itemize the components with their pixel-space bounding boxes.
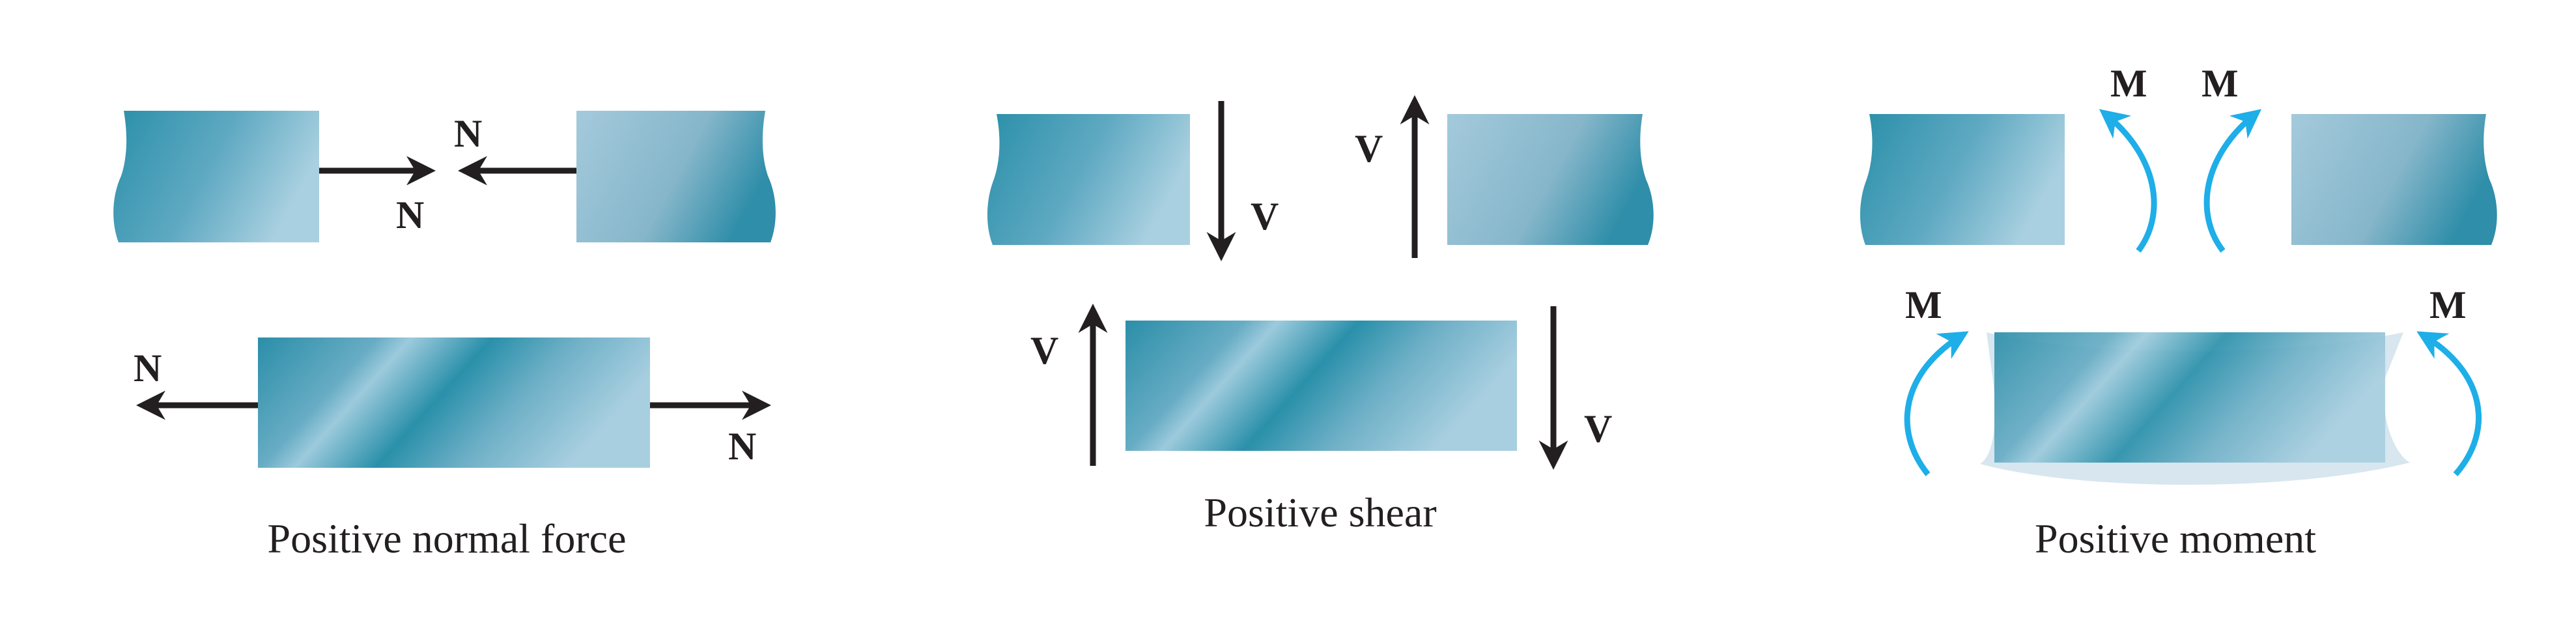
caption-moment: Positive moment	[2035, 515, 2316, 562]
panel-moment: M M M M Positive moment	[1860, 62, 2497, 562]
beam-full	[1994, 332, 2385, 463]
label-n: N	[454, 112, 482, 155]
moment-arrow-curved	[2416, 331, 2482, 476]
panel-normal-force: N N N N Positive normal force	[113, 111, 776, 562]
beam-segment-right	[576, 111, 776, 242]
label-n: N	[134, 347, 162, 390]
beam-full	[258, 337, 650, 468]
label-v: V	[1251, 195, 1279, 238]
beam-full	[1125, 321, 1517, 451]
label-v: V	[1584, 407, 1612, 450]
moment-arrow-curved	[2203, 109, 2262, 253]
moment-arrow-curved	[2099, 109, 2157, 253]
label-m: M	[2110, 62, 2147, 105]
beam-segment-left	[987, 114, 1190, 245]
label-m: M	[2429, 283, 2467, 326]
label-m: M	[1905, 283, 1942, 326]
label-m: M	[2201, 62, 2239, 105]
label-n: N	[396, 194, 424, 237]
beam-segment-right	[2291, 114, 2497, 245]
caption-normal-force: Positive normal force	[268, 515, 627, 562]
beam-segment-left	[113, 111, 319, 242]
panel-shear: V V V V Positive shear	[987, 95, 1654, 536]
label-n: N	[728, 425, 756, 468]
caption-shear: Positive shear	[1204, 489, 1436, 536]
label-v: V	[1030, 329, 1058, 372]
moment-arrow-curved	[1904, 331, 1969, 476]
beam-segment-right	[1447, 114, 1654, 245]
label-v: V	[1355, 127, 1383, 170]
beam-segment-left	[1860, 114, 2065, 245]
